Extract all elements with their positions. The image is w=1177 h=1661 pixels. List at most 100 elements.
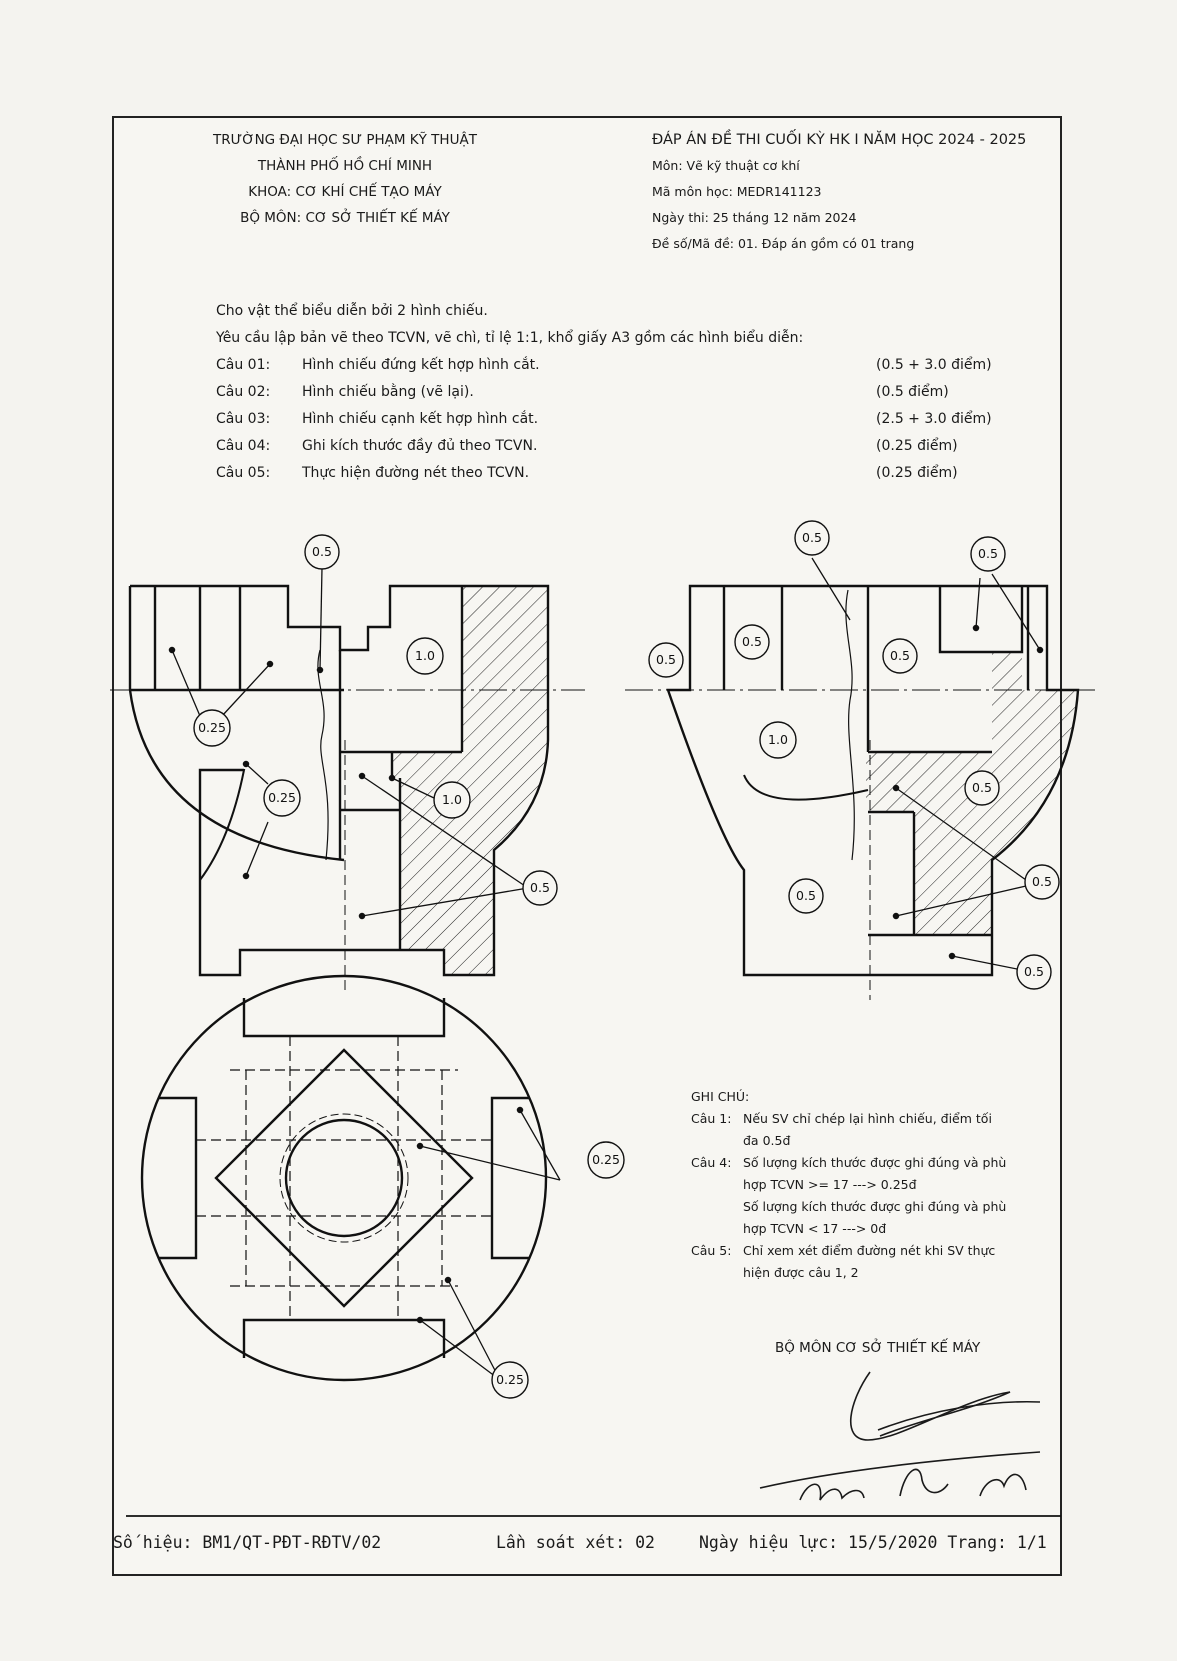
instruction-text: Yêu cầu lập bản vẽ theo TCVN, vẽ chì, tỉ… — [216, 330, 804, 346]
note-item: Câu 4: Số lượng kích thước được ghi đúng… — [691, 1152, 1081, 1240]
callout-label: 0.5 — [1032, 874, 1052, 889]
note-item: Câu 5: Chỉ xem xét điểm đường nét khi SV… — [691, 1240, 1081, 1284]
side-outline — [666, 584, 1080, 977]
front-wedge — [199, 769, 246, 881]
top-tab-right — [490, 1096, 530, 1260]
city-name: THÀNH PHỐ HỒ CHÍ MINH — [257, 158, 433, 174]
footer-bar: Số hiệu: BM1/QT-PĐT-RĐTV/02 Lần soát xét… — [113, 1516, 1061, 1570]
callout-bubble: 0.5 — [794, 520, 830, 556]
callout-label: 0.5 — [802, 530, 822, 545]
footer-revision: Lần soát xét: 02 — [496, 1533, 655, 1552]
note-text: Số lượng kích thước được ghi đúng và phù… — [743, 1152, 1081, 1240]
question-desc: Thực hiện đường nét theo TCVN. — [302, 465, 530, 481]
callout-bubble: 0.5 — [648, 642, 684, 678]
note-label: Câu 1: — [691, 1111, 732, 1126]
question-points: (2.5 + 3.0 điểm) — [876, 411, 992, 427]
callout-label: 0.25 — [592, 1152, 620, 1167]
callout-bubble: 0.5 — [970, 536, 1006, 572]
question-row: Câu 03: Hình chiếu cạnh kết hợp hình cắt.… — [216, 406, 1016, 433]
footer-effective: Ngày hiệu lực: 15/5/2020 Trang: 1/1 — [699, 1533, 1047, 1552]
callout-bubble: 0.5 — [734, 624, 770, 660]
callout-label: 0.25 — [496, 1372, 524, 1387]
school-name: TRƯỜNG ĐẠI HỌC SƯ PHẠM KỸ THUẬT — [213, 132, 477, 148]
question-label: Câu 02: — [216, 384, 271, 400]
callout-label: 1.0 — [768, 732, 788, 747]
notes-block: GHI CHÚ: Câu 1: Nếu SV chỉ chép lại hình… — [691, 1086, 1081, 1284]
question-points: (0.25 điểm) — [876, 465, 958, 481]
note-line: hiện được câu 1, 2 — [743, 1265, 859, 1280]
question-label: Câu 04: — [216, 438, 271, 454]
callout-bubble: 1.0 — [759, 721, 797, 759]
course-code-line: Mã môn học: MEDR141123 — [652, 184, 822, 199]
intro-text: Cho vật thể biểu diễn bởi 2 hình chiếu. — [216, 303, 488, 319]
callout-bubble: 0.5 — [882, 638, 918, 674]
top-tab-left — [158, 1096, 198, 1260]
note-line: đa 0.5đ — [743, 1133, 791, 1148]
front-break-line — [317, 649, 329, 861]
callout-label: 1.0 — [415, 648, 435, 663]
top-bore-circle — [284, 1118, 404, 1238]
callout-label: 0.5 — [312, 544, 332, 559]
front-top-outline — [130, 584, 550, 977]
side-step — [938, 586, 1024, 654]
question-row: Câu 02: Hình chiếu bằng (vẽ lại). (0.5 điể… — [216, 379, 1016, 406]
top-outer-circle — [140, 974, 548, 1382]
callout-bubble: 0.5 — [1016, 954, 1052, 990]
callout-label: 0.5 — [972, 780, 992, 795]
note-label: Câu 5: — [691, 1243, 732, 1258]
callout-bubble: 0.5 — [522, 870, 558, 906]
note-item: Câu 1: Nếu SV chỉ chép lại hình chiếu, đ… — [691, 1108, 1081, 1152]
callout-label: 0.5 — [742, 634, 762, 649]
callout-bubble: 0.25 — [263, 779, 301, 817]
callout-label: 0.25 — [198, 720, 226, 735]
signature — [759, 1371, 1041, 1501]
callout-label: 0.5 — [530, 880, 550, 895]
exam-header: ĐÁP ÁN ĐỀ THI CUỐI KỲ HK I NĂM HỌC 2024 … — [652, 127, 1072, 257]
callout-label: 0.5 — [978, 546, 998, 561]
top-tab-bottom — [242, 1318, 446, 1358]
subject-line: Môn: Vẽ kỹ thuật cơ khí — [652, 158, 800, 173]
exam-date-line: Ngày thi: 25 tháng 12 năm 2024 — [652, 210, 857, 225]
question-desc: Hình chiếu đứng kết hợp hình cắt. — [302, 357, 540, 373]
question-desc: Hình chiếu cạnh kết hợp hình cắt. — [302, 411, 539, 427]
front-bracket-outline — [128, 586, 345, 862]
question-points: (0.5 điểm) — [876, 384, 949, 400]
callout-bubble: 0.5 — [788, 878, 824, 914]
callout-bubble: 0.25 — [491, 1361, 529, 1399]
top-hidden-lines — [196, 1036, 492, 1320]
callout-label: 0.5 — [890, 648, 910, 663]
question-label: Câu 03: — [216, 411, 271, 427]
exam-title: ĐÁP ÁN ĐỀ THI CUỐI KỲ HK I NĂM HỌC 2024 … — [652, 132, 1027, 148]
top-bore-hidden — [279, 1113, 409, 1243]
question-row: Câu 04: Ghi kích thước đầy đủ theo TCVN. (… — [216, 433, 1016, 460]
question-label: Câu 05: — [216, 465, 271, 481]
note-line: Nếu SV chỉ chép lại hình chiếu, điểm tối — [743, 1111, 992, 1126]
side-break-line — [845, 589, 855, 861]
callout-label: 0.5 — [1024, 964, 1044, 979]
footer-code: Số hiệu: BM1/QT-PĐT-RĐTV/02 — [113, 1533, 382, 1552]
callout-bubble: 0.5 — [304, 534, 340, 570]
faculty-name: KHOA: CƠ KHÍ CHẾ TẠO MÁY — [248, 184, 442, 200]
note-line: Chỉ xem xét điểm đường nét khi SV thực — [743, 1243, 996, 1258]
question-desc: Ghi kích thước đầy đủ theo TCVN. — [302, 438, 538, 454]
note-text: Nếu SV chỉ chép lại hình chiếu, điểm tối… — [743, 1108, 1081, 1152]
top-view — [140, 974, 548, 1382]
front-view — [110, 584, 585, 990]
callout-label: 0.5 — [656, 652, 676, 667]
callout-bubble: 0.5 — [1024, 864, 1060, 900]
question-points: (0.5 + 3.0 điểm) — [876, 357, 992, 373]
note-line: Số lượng kích thước được ghi đúng và phù — [743, 1199, 1007, 1214]
question-desc: Hình chiếu bằng (vẽ lại). — [302, 384, 474, 400]
question-label: Câu 01: — [216, 357, 271, 373]
school-header: TRƯỜNG ĐẠI HỌC SƯ PHẠM KỸ THUẬT THÀNH PH… — [150, 127, 540, 231]
top-diamond — [214, 1048, 474, 1308]
callout-bubble: 1.0 — [406, 637, 444, 675]
callout-label: 1.0 — [442, 792, 462, 807]
note-line: hợp TCVN < 17 ---> 0đ — [743, 1221, 887, 1236]
question-points: (0.25 điểm) — [876, 438, 958, 454]
note-line: Số lượng kích thước được ghi đúng và phù — [743, 1155, 1007, 1170]
callout-label: 0.5 — [796, 888, 816, 903]
note-label: Câu 4: — [691, 1155, 732, 1170]
question-row: Câu 01: Hình chiếu đứng kết hợp hình cắt.… — [216, 352, 1016, 379]
